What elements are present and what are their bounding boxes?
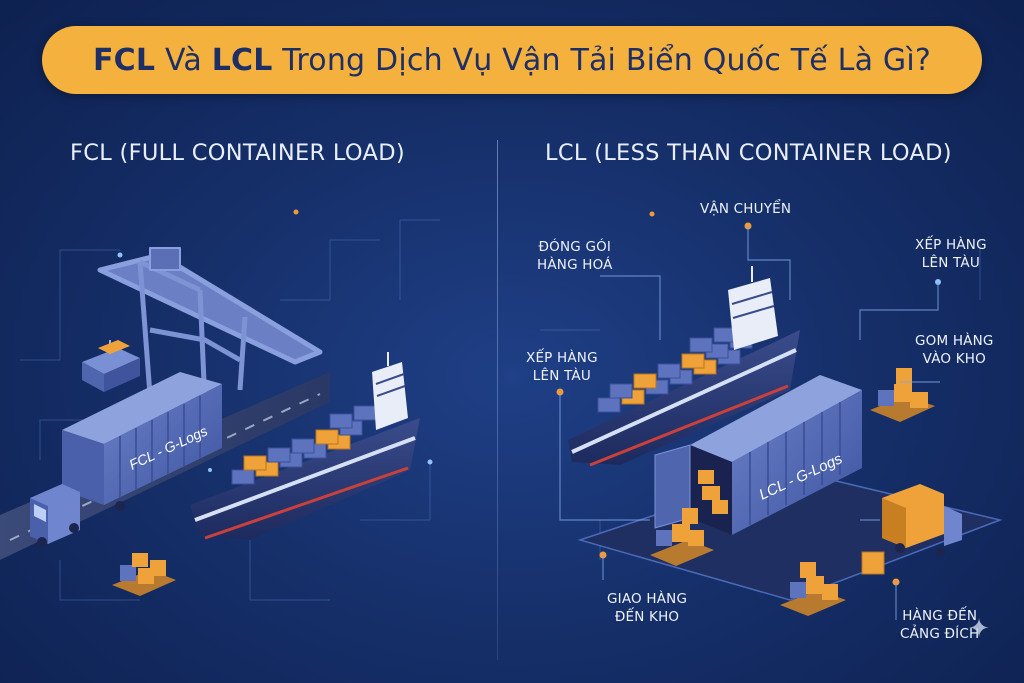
section-divider <box>497 140 498 660</box>
label-gom-hang: GOM HÀNG VÀO KHO <box>915 332 994 368</box>
label-giao-hang: GIAO HÀNG ĐẾN KHO <box>607 590 687 626</box>
lcl-ship <box>568 266 800 467</box>
label-connectors <box>559 226 940 620</box>
label-hang-den: HÀNG ĐẾN CẢNG ĐÍCH <box>900 607 979 643</box>
label-hang-den-line2: CẢNG ĐÍCH <box>900 626 980 642</box>
pallet-warehouse <box>870 368 935 422</box>
title-va: Và <box>164 42 202 78</box>
suspended-container <box>82 340 140 392</box>
label-xep-hang-top-line2: LÊN TÀU <box>921 255 980 271</box>
label-xep-hang-left-line2: LÊN TÀU <box>532 368 591 384</box>
loose-box <box>861 551 885 575</box>
pallet-bottom <box>780 562 846 616</box>
page-title: FCL Và LCL Trong Dịch Vụ Vận Tải Biển Qu… <box>93 43 931 78</box>
label-giao-hang-line1: GIAO HÀNG <box>607 591 688 607</box>
fcl-container: FCL - G-Logs <box>62 372 222 505</box>
fcl-ship <box>190 352 420 540</box>
label-dong-goi-line1: ĐÓNG GÓI <box>538 239 612 255</box>
four-point-star-icon: ✦ <box>968 614 990 644</box>
title-rest: Trong Dịch Vụ Vận Tải Biển Quốc Tế Là Gì… <box>282 42 932 78</box>
title-lcl: LCL <box>211 42 273 78</box>
label-van-chuyen-text: VẬN CHUYỂN <box>700 201 792 217</box>
label-xep-hang-left: XẾP HÀNG LÊN TÀU <box>526 349 598 385</box>
pallet-left <box>650 508 714 566</box>
label-van-chuyen: VẬN CHUYỂN <box>700 200 791 218</box>
lcl-container: LCL - G-Logs <box>654 375 862 535</box>
label-xep-hang-top-line1: XẾP HÀNG <box>915 237 987 253</box>
label-xep-hang-left-line1: XẾP HÀNG <box>526 350 598 366</box>
label-dong-goi: ĐÓNG GÓI HÀNG HOÁ <box>537 238 613 274</box>
label-gom-hang-line1: GOM HÀNG <box>915 333 994 349</box>
label-giao-hang-line2: ĐẾN KHO <box>614 609 680 625</box>
label-hang-den-line1: HÀNG ĐẾN <box>902 608 978 624</box>
fcl-pallet <box>112 553 176 596</box>
label-gom-hang-line2: VÀO KHO <box>922 351 986 367</box>
label-xep-hang-top: XẾP HÀNG LÊN TÀU <box>915 236 987 272</box>
title-fcl: FCL <box>92 42 156 78</box>
truck <box>30 484 125 547</box>
fcl-heading: FCL (FULL CONTAINER LOAD) <box>70 140 405 166</box>
lcl-heading: LCL (LESS THAN CONTAINER LOAD) <box>545 140 952 166</box>
title-banner: FCL Và LCL Trong Dịch Vụ Vận Tải Biển Qu… <box>42 26 982 94</box>
delivery-truck <box>882 484 962 557</box>
label-dong-goi-line2: HÀNG HOÁ <box>537 257 613 273</box>
